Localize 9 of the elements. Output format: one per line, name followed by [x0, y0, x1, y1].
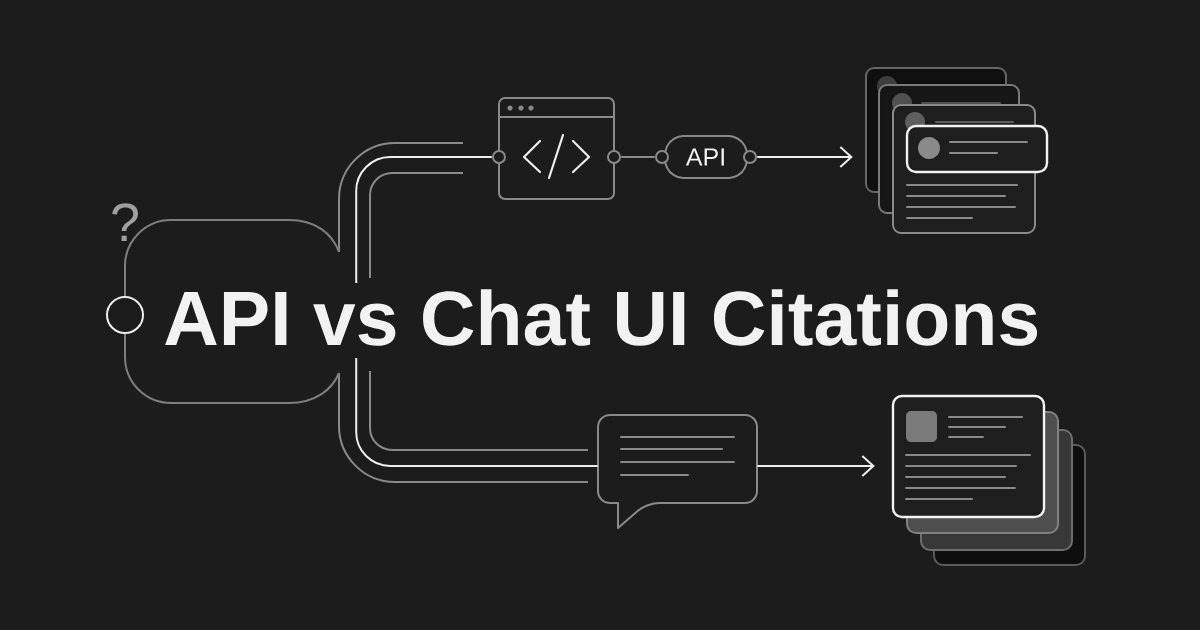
question-mark: ?	[112, 203, 138, 241]
chat-bubble	[597, 414, 758, 529]
card-stack	[891, 394, 1086, 566]
connector-line	[355, 156, 493, 284]
connector-line	[355, 357, 599, 467]
arrow	[756, 146, 853, 168]
title: API vs Chat UI Citations	[165, 289, 1038, 346]
connector-line	[620, 156, 656, 158]
arrow	[756, 455, 875, 477]
